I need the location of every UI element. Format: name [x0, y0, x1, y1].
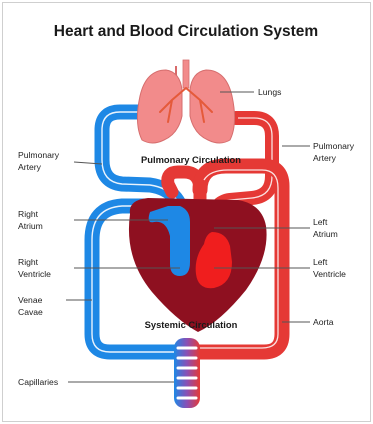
label-venae-cavae-1: Venae: [18, 295, 43, 305]
label-pulmonary-circulation: Pulmonary Circulation: [141, 154, 241, 165]
label-pulmonary-artery-left-1: Pulmonary: [18, 150, 60, 160]
label-right-ventricle-1: Right: [18, 257, 39, 267]
label-aorta: Aorta: [313, 317, 334, 327]
heart: [129, 198, 267, 332]
label-left-ventricle-1: Left: [313, 257, 328, 267]
label-right-ventricle-2: Ventricle: [18, 269, 51, 279]
capillaries-bed: [174, 338, 200, 408]
label-pulmonary-artery-right-1: Pulmonary: [313, 141, 355, 151]
label-systemic-circulation: Systemic Circulation: [145, 319, 238, 330]
label-capillaries: Capillaries: [18, 377, 58, 387]
label-venae-cavae-2: Cavae: [18, 307, 43, 317]
label-left-atrium-1: Left: [313, 217, 328, 227]
label-left-ventricle-2: Ventricle: [313, 269, 346, 279]
label-right-atrium-1: Right: [18, 209, 39, 219]
lungs: [137, 60, 234, 143]
label-lungs: Lungs: [258, 87, 281, 97]
label-pulmonary-artery-left-2: Artery: [18, 162, 42, 172]
label-right-atrium-2: Atrium: [18, 221, 43, 231]
label-left-atrium-2: Atrium: [313, 229, 338, 239]
diagram-title: Heart and Blood Circulation System: [54, 23, 318, 40]
label-pulmonary-artery-right-2: Artery: [313, 153, 337, 163]
